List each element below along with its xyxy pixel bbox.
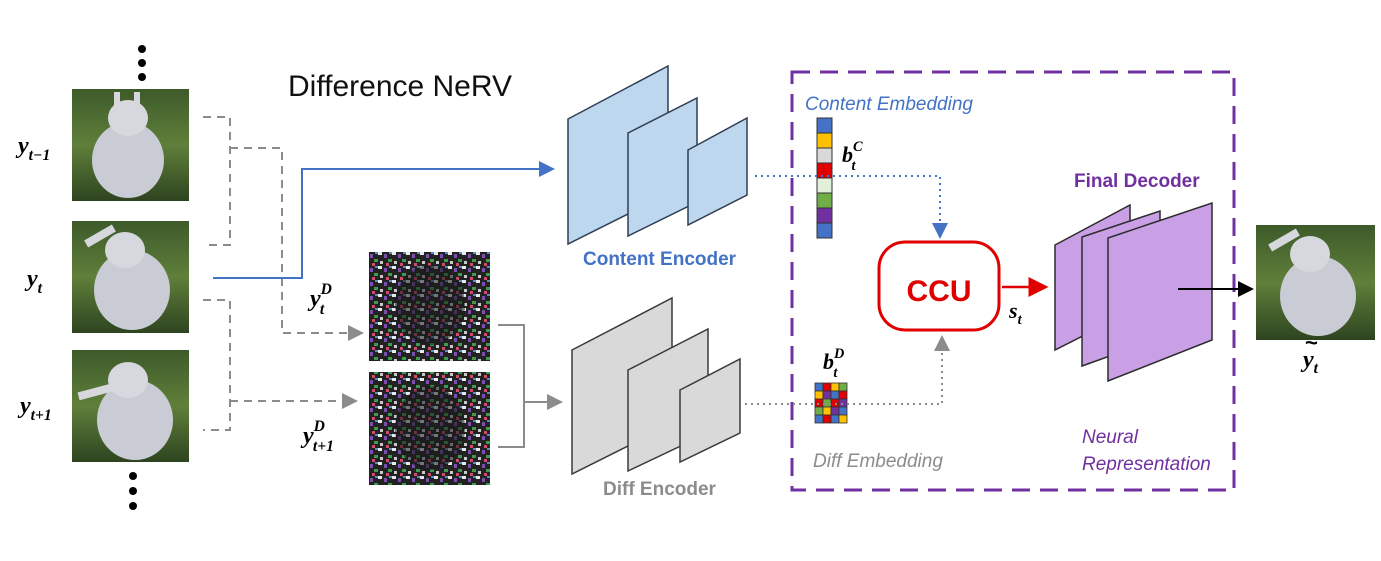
signal-label: st xyxy=(1008,298,1023,328)
frame-image-next xyxy=(72,350,189,462)
diff-connectors xyxy=(203,116,364,431)
content-embedding-connector xyxy=(755,175,948,239)
diff-encoder-label: Diff Encoder xyxy=(603,479,717,500)
frame-label-next: yt+1 xyxy=(17,393,52,424)
output-label: yt xyxy=(1300,347,1319,377)
diagram-title: Difference NeRV xyxy=(288,70,512,103)
content-path-arrow xyxy=(213,161,555,279)
diff-embedding-connector xyxy=(745,335,950,405)
content-embedding-vector xyxy=(816,117,833,239)
content-embedding-label: Content Embedding xyxy=(805,94,973,115)
frame-image-prev xyxy=(72,89,189,201)
final-decoder-planes xyxy=(1054,201,1213,383)
frame-image-curr xyxy=(72,221,189,333)
diff-merge-bracket xyxy=(498,324,525,448)
final-decoder-label: Final Decoder xyxy=(1074,171,1200,192)
ellipsis-bottom-icon xyxy=(129,472,137,510)
ccu-block xyxy=(877,240,1001,332)
frame-label-curr: yt xyxy=(24,266,43,297)
diff-image-t1 xyxy=(369,372,490,485)
neural-representation-label: Neural Representation xyxy=(1082,427,1211,475)
frame-label-prev: yt−1 xyxy=(15,133,50,164)
content-encoder-label: Content Encoder xyxy=(583,249,737,270)
diff-embedding-label: Diff Embedding xyxy=(813,451,943,472)
ccu-label: CCU xyxy=(907,275,972,308)
content-encoder-planes xyxy=(567,64,748,246)
output-label-accent: ~ xyxy=(1305,330,1318,355)
ellipsis-top-icon xyxy=(138,45,146,81)
diff-image-t xyxy=(369,252,490,361)
output-frame-image xyxy=(1256,225,1375,340)
neural-representation-box xyxy=(790,70,1236,492)
diff-encoder-planes xyxy=(571,296,741,476)
